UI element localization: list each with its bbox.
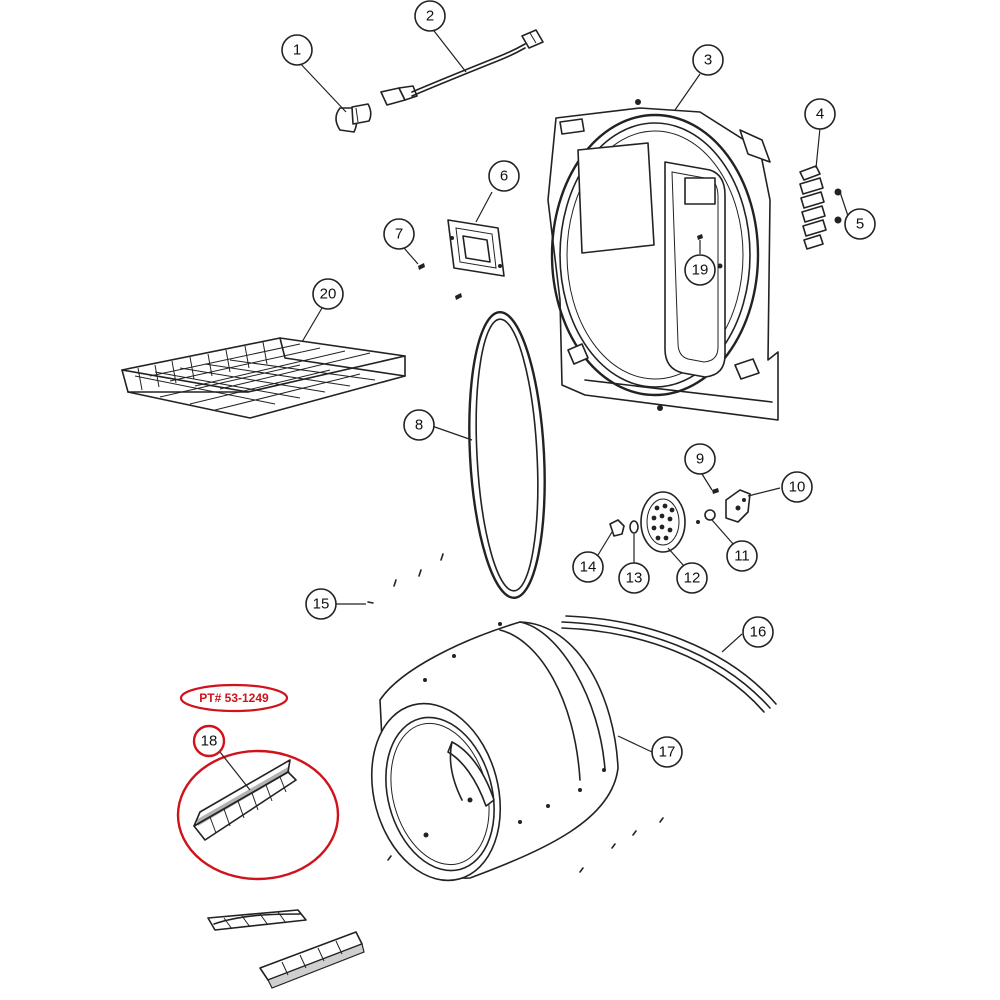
callout-19: 19 <box>684 254 716 286</box>
part-19-screw <box>697 234 723 269</box>
part-1-lamp-bulb <box>335 103 372 133</box>
part-8-seal-ring <box>468 310 546 600</box>
callout-1-label: 1 <box>293 42 301 59</box>
callout-9: 9 <box>684 443 716 475</box>
callout-4-label: 4 <box>816 106 824 123</box>
callout-2-label: 2 <box>426 8 434 25</box>
part-17-dryer-drum <box>370 621 619 882</box>
callout-7: 7 <box>383 218 415 250</box>
callout-12: 12 <box>676 562 708 594</box>
part-4-thermostat <box>799 165 827 250</box>
callout-10-label: 10 <box>789 479 806 496</box>
callout-9-label: 9 <box>696 451 704 468</box>
callout-17-label: 17 <box>659 744 676 761</box>
callout-18-label: 18 <box>201 733 218 750</box>
callout-12-label: 12 <box>684 570 701 587</box>
part-11-washer <box>696 509 716 524</box>
callout-4: 4 <box>804 98 836 130</box>
callout-15: 15 <box>305 588 337 620</box>
callout-14: 14 <box>572 551 604 583</box>
part-6-door-switch-housing <box>447 219 505 277</box>
part-17-drum-screws <box>387 817 664 873</box>
callout-1: 1 <box>281 34 313 66</box>
part-3-front-bulkhead <box>547 99 779 421</box>
callout-20-label: 20 <box>320 286 337 303</box>
callout-5: 5 <box>844 208 876 240</box>
part-number-tag: PT# 53-1249 <box>179 683 289 713</box>
part-13-washer <box>629 520 639 534</box>
callout-5-label: 5 <box>856 216 864 233</box>
part-14-clip <box>609 519 625 537</box>
part-10-bearing-bracket <box>725 489 751 523</box>
part-15-screws <box>367 553 444 604</box>
part-18-drum-baffle <box>193 759 297 841</box>
callout-13: 13 <box>618 562 650 594</box>
callout-18: 18 <box>192 724 226 758</box>
callout-8: 8 <box>403 409 435 441</box>
part-18-highlight-ring <box>176 749 340 881</box>
part-12-drum-bearing-hub <box>640 491 686 553</box>
callout-6: 6 <box>488 160 520 192</box>
callout-3-label: 3 <box>704 52 712 69</box>
callout-7-label: 7 <box>395 226 403 243</box>
part-7-screws <box>418 263 462 300</box>
callout-2: 2 <box>414 0 446 32</box>
spare-baffle-right <box>259 931 365 989</box>
callout-11: 11 <box>726 540 758 572</box>
spare-baffle-left <box>207 909 307 931</box>
callout-14-label: 14 <box>580 559 597 576</box>
part-20-drying-rack <box>121 337 406 419</box>
callout-16-label: 16 <box>750 624 767 641</box>
callout-16: 16 <box>742 616 774 648</box>
callout-6-label: 6 <box>500 168 508 185</box>
callout-3: 3 <box>692 44 724 76</box>
callout-11-label: 11 <box>734 548 750 565</box>
part-16-drum-belt <box>561 615 777 713</box>
part-2-lamp-socket-harness <box>380 29 544 106</box>
callout-13-label: 13 <box>626 570 643 587</box>
part-number-text: PT# 53-1249 <box>199 691 269 705</box>
callout-19-label: 19 <box>692 262 709 279</box>
callout-20: 20 <box>312 278 344 310</box>
callout-8-label: 8 <box>415 417 423 434</box>
part-5-screws <box>834 188 842 224</box>
callout-17: 17 <box>651 736 683 768</box>
part-9-screw <box>712 488 719 494</box>
callout-10: 10 <box>781 471 813 503</box>
callout-15-label: 15 <box>313 596 330 613</box>
leader-lines <box>219 26 849 791</box>
